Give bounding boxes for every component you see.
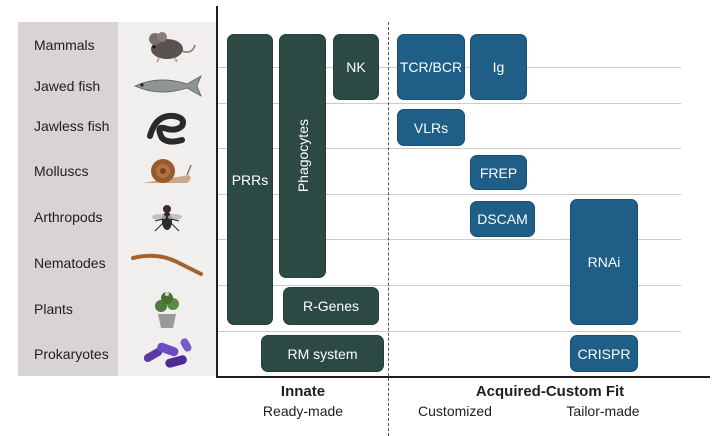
phagocytes-box: Phagocytes — [279, 34, 326, 278]
organism-name: Plants — [34, 301, 73, 317]
vlrs-box: VLRs — [397, 109, 465, 146]
organism-label-jawless-fish: Jawless fish — [18, 104, 118, 148]
organism-name: Mammals — [34, 37, 95, 53]
row-divider — [218, 148, 681, 149]
fly-icon — [118, 194, 216, 240]
tcr-bcr-box: TCR/BCR — [397, 34, 465, 100]
row-divider — [218, 331, 681, 332]
potted-plant-icon — [118, 286, 216, 332]
organism-label-prokaryotes: Prokaryotes — [18, 332, 118, 376]
organism-name: Prokaryotes — [34, 346, 109, 362]
fish-icon — [118, 68, 216, 104]
organism-label-mammals: Mammals — [18, 22, 118, 68]
row-divider — [218, 285, 681, 286]
nk-box: NK — [333, 34, 379, 100]
bacteria-icon — [118, 332, 216, 376]
organism-label-molluscs: Molluscs — [18, 148, 118, 194]
crispr-box: CRISPR — [570, 335, 638, 372]
worm-icon — [118, 240, 216, 286]
frep-label: FREP — [479, 164, 518, 181]
innate-title: Innate — [280, 383, 326, 400]
ig-box: Ig — [470, 34, 527, 100]
organism-label-plants: Plants — [18, 286, 118, 332]
vlrs-label: VLRs — [413, 119, 449, 136]
organism-label-nematodes: Nematodes — [18, 240, 118, 286]
frep-box: FREP — [470, 155, 527, 190]
phagocytes-label: Phagocytes — [294, 119, 311, 193]
lamprey-icon — [118, 104, 216, 148]
rnai-label: RNAi — [587, 254, 621, 270]
row-divider — [218, 103, 681, 104]
organism-name: Nematodes — [34, 255, 106, 271]
tcr-bcr-label: TCR/BCR — [399, 59, 463, 75]
organism-name: Molluscs — [34, 163, 89, 179]
dscam-box: DSCAM — [470, 201, 535, 237]
vertical-axis — [216, 6, 218, 378]
prrs-box: PRRs — [227, 34, 273, 325]
acquired-title: Acquired-Custom Fit — [475, 383, 625, 400]
prrs-label: PRRs — [231, 171, 269, 188]
r-genes-label: R-Genes — [302, 298, 360, 314]
organism-name: Arthropods — [34, 209, 103, 225]
acquired-subtitle-tailor-made: Tailor-made — [566, 403, 640, 419]
organism-name: Jawed fish — [34, 78, 101, 94]
rm-system-box: RM system — [261, 335, 384, 372]
ig-label: Ig — [492, 59, 505, 75]
horizontal-axis — [216, 376, 710, 378]
organism-name: Jawless fish — [34, 118, 110, 134]
snail-icon — [118, 148, 216, 194]
rnai-box: RNAi — [570, 199, 638, 325]
crispr-label: CRISPR — [577, 345, 631, 362]
dscam-label: DSCAM — [477, 211, 528, 227]
acquired-subtitle-customized: Customized — [418, 403, 492, 419]
row-divider — [218, 194, 681, 195]
rm-system-label: RM system — [287, 345, 358, 362]
innate-acquired-divider — [388, 22, 389, 436]
r-genes-box: R-Genes — [283, 287, 379, 325]
mouse-icon — [118, 22, 216, 68]
innate-subtitle: Ready-made — [262, 403, 344, 419]
nk-label: NK — [346, 59, 366, 75]
organism-label-jawed-fish: Jawed fish — [18, 68, 118, 104]
organism-label-arthropods: Arthropods — [18, 194, 118, 240]
row-divider — [218, 239, 681, 240]
